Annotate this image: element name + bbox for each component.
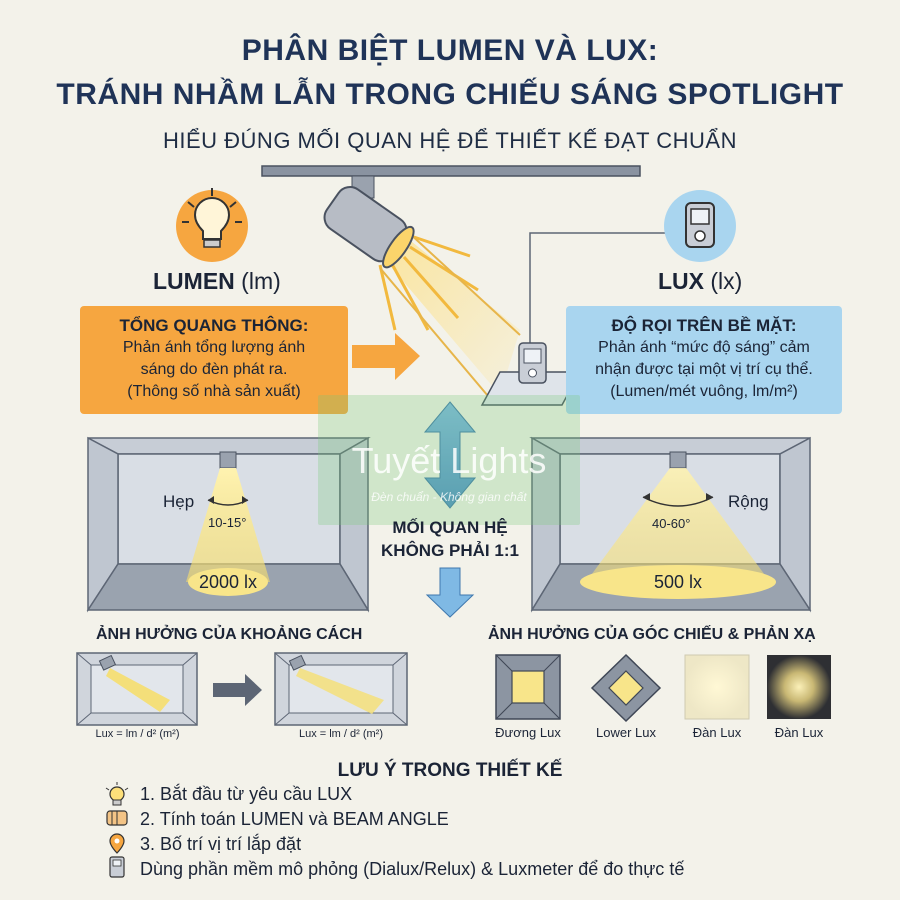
lightbulb-icon (176, 188, 248, 262)
narrow-label: Hẹp (163, 492, 195, 511)
angle-heading: ẢNH HƯỞNG CỦA GÓC CHIẾU & PHẢN XẠ (488, 626, 816, 643)
note-hand-icon (106, 810, 128, 826)
title-line-2: TRÁNH NHẦM LẪN TRONG CHIẾU SÁNG SPOTLIGH… (56, 78, 844, 111)
arrow-down-blue (425, 567, 475, 618)
wide-room (529, 436, 812, 613)
watermark-brand: Tuyết Lights (351, 440, 547, 481)
square-dark-glow (767, 655, 831, 719)
lux-box-line: (Lumen/mét vuông, lm/m²) (610, 383, 798, 400)
lux-label: LUX (lx) (658, 268, 742, 295)
lux-box-line: Phản ánh “mức độ sáng” cảm (598, 339, 810, 356)
relation-line-1: MỐI QUAN HỆ (392, 518, 508, 537)
narrow-angle: 10-15° (208, 515, 247, 530)
lumen-box-line: sáng do đèn phát ra. (140, 361, 288, 378)
lumen-box-line: Phản ánh tổng lượng ánh (122, 339, 306, 356)
ceiling-track (261, 165, 641, 177)
note-item: Dùng phần mềm mô phỏng (Dialux/Relux) & … (140, 859, 685, 879)
note-meter-icon (109, 856, 125, 878)
square-caption: Lower Lux (596, 725, 656, 740)
relation-line-2: KHÔNG PHẢI 1:1 (381, 541, 519, 560)
note-item: 3. Bố trí vị trí lắp đặt (140, 834, 302, 854)
square-caption: Đàn Lux (774, 725, 824, 740)
notes-heading: LƯU Ý TRONG THIẾT KẾ (337, 760, 563, 781)
light-rays (378, 233, 479, 331)
narrow-lux-value: 2000 lx (198, 572, 258, 592)
distance-formula-far: Lux = lm / d² (m²) (298, 728, 384, 740)
lux-connector (529, 232, 690, 345)
arrow-right-gray (213, 674, 262, 706)
wide-lux-value: 500 lx (653, 572, 703, 592)
watermark-tagline: Đèn chuẩn - Không gian chất (371, 490, 527, 504)
square-caption: Đàn Lux (692, 725, 742, 740)
lumen-definition-box: TỔNG QUANG THÔNG: Phản ánh tổng lượng án… (80, 306, 348, 414)
square-caption: Đương Lux (495, 725, 561, 740)
surface-platform (480, 371, 582, 406)
lumen-box-line: (Thông số nhà sản xuất) (127, 383, 301, 400)
distance-formula-near: Lux = lm / d² (m²) (95, 728, 180, 740)
arrow-right-orange (352, 333, 420, 380)
beam-edge-2 (407, 231, 521, 336)
note-item: 2. Tính toán LUMEN và BEAM ANGLE (140, 809, 449, 829)
lux-meter-device-icon (518, 342, 547, 384)
distance-room-near (76, 652, 198, 726)
wide-label: Rộng (728, 492, 769, 511)
lux-box-heading: ĐỘ RỌI TRÊN BỀ MẶT: (611, 316, 797, 335)
lux-definition-box: ĐỘ RỌI TRÊN BỀ MẶT: Phản ánh “mức độ sán… (566, 306, 842, 414)
square-direct (495, 654, 561, 720)
narrow-room (86, 436, 371, 613)
lumen-label: LUMEN (lm) (153, 268, 281, 295)
square-soft-glow (684, 654, 750, 720)
subtitle: HIỂU ĐÚNG MỐI QUAN HỆ ĐỂ THIẾT KẾ ĐẠT CH… (162, 128, 737, 153)
watermark-logo (318, 395, 580, 525)
note-bulb-icon (105, 782, 129, 806)
beam-edge (379, 267, 489, 397)
distance-heading: ẢNH HƯỞNG CỦA KHOẢNG CÁCH (96, 626, 363, 643)
lumen-box-heading: TỔNG QUANG THÔNG: (119, 316, 309, 335)
wide-angle: 40-60° (652, 516, 691, 531)
lumen-name: LUMEN (153, 268, 235, 294)
lumen-unit: (lm) (241, 268, 281, 294)
lux-box-line: nhận được tại một vị trí cụ thể. (595, 361, 813, 378)
note-pin-icon (109, 833, 125, 854)
lux-unit: (lx) (710, 268, 743, 294)
lux-name: LUX (658, 268, 704, 294)
title-line-1: PHÂN BIỆT LUMEN VÀ LUX: (241, 34, 659, 67)
note-item: 1. Bắt đầu từ yêu cầu LUX (140, 784, 353, 804)
distance-room-far (274, 652, 408, 726)
spotlight-icon (323, 186, 415, 269)
square-angled (590, 653, 662, 723)
luxmeter-badge-icon (664, 190, 736, 262)
double-arrow-vertical (423, 401, 477, 509)
